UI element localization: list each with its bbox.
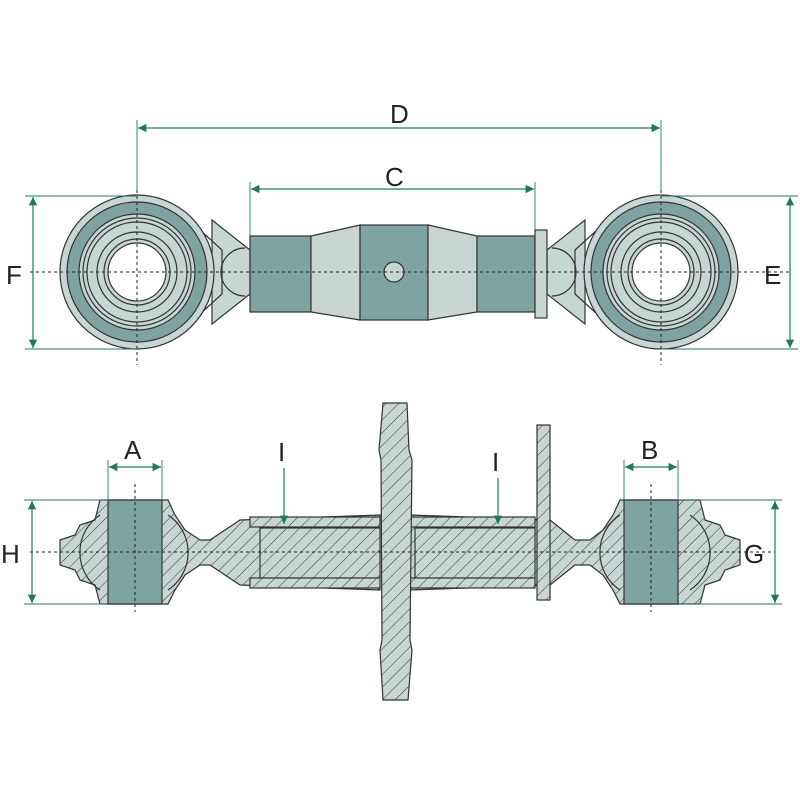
label-a: A [124,435,142,465]
section-view: A B H G I I [1,402,782,701]
label-g: G [744,539,764,569]
turnbuckle-handle [378,402,413,701]
label-i-left: I [278,437,285,467]
label-c: C [385,162,404,192]
label-d: D [390,99,409,129]
label-e: E [764,260,781,290]
label-f: F [6,260,22,290]
label-h: H [1,539,20,569]
left-ball-joint-eye [59,194,251,350]
label-i-right: I [492,447,499,477]
label-b: B [641,435,658,465]
turnbuckle-body [249,224,548,321]
top-view: D C F E [6,99,798,365]
lock-plate [536,424,551,601]
